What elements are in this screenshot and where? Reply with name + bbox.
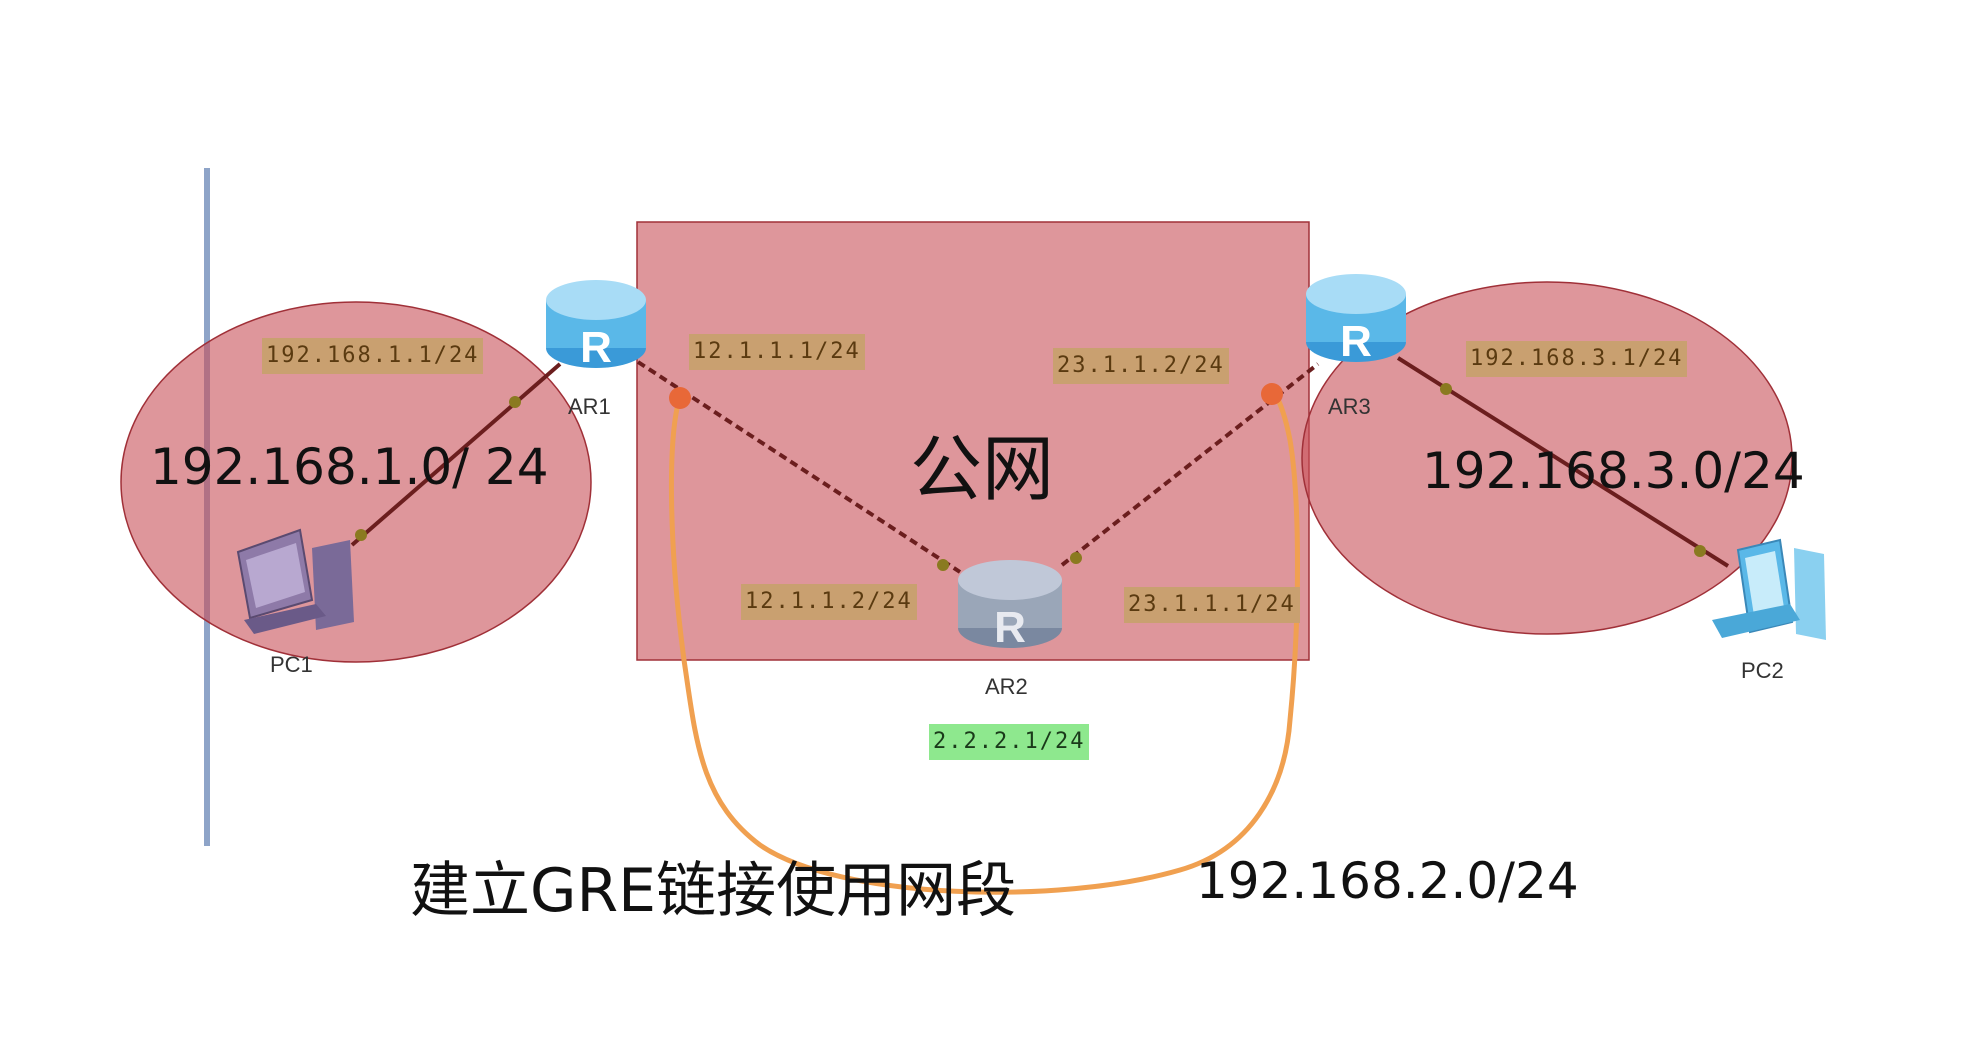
gre-caption: 建立GRE链接使用网段 bbox=[410, 856, 1017, 926]
router-icon[interactable]: R bbox=[958, 560, 1062, 652]
link-ar3-pc2 bbox=[1396, 356, 1730, 568]
ip-label-pc1-side: 192.168.1.1/24 bbox=[262, 338, 484, 374]
public-network-annotation: 公网 bbox=[910, 427, 1055, 511]
ip-label-ar2-left: 12.1.1.2/24 bbox=[741, 584, 917, 620]
port-dot bbox=[355, 529, 367, 541]
device-label-pc1: PC1 bbox=[270, 652, 313, 677]
ip-label-ar2-right: 23.1.1.1/24 bbox=[1124, 587, 1300, 623]
ip-label-pc2-side: 192.168.3.1/24 bbox=[1466, 341, 1688, 377]
ip-label-ar3-wan: 23.1.1.2/24 bbox=[1053, 348, 1229, 384]
right-subnet-annotation: 192.168.3.0/24 bbox=[1422, 442, 1805, 500]
port-dot bbox=[1440, 383, 1452, 395]
router-icon[interactable]: R bbox=[1306, 274, 1406, 366]
port-dot bbox=[937, 559, 949, 571]
router-icon[interactable]: R bbox=[546, 280, 646, 372]
gre-tunnel-line bbox=[668, 391, 1300, 895]
left-subnet-area bbox=[120, 301, 592, 663]
svg-text:R: R bbox=[994, 603, 1026, 652]
device-label-ar2: AR2 bbox=[985, 674, 1028, 699]
pc-icon[interactable] bbox=[236, 528, 354, 634]
pc-icon[interactable] bbox=[1712, 538, 1826, 640]
port-dot bbox=[1694, 545, 1706, 557]
link-pc1-ar1 bbox=[350, 362, 562, 547]
svg-text:R: R bbox=[1340, 317, 1372, 366]
device-label-ar3: AR3 bbox=[1328, 394, 1371, 419]
svg-text:R: R bbox=[580, 323, 612, 372]
tunnel-endpoint-ar3 bbox=[1261, 383, 1283, 405]
ip-label-ar2-loopback: 2.2.2.1/24 bbox=[929, 724, 1090, 760]
link-ar2-ar3 bbox=[1060, 362, 1320, 567]
device-label-ar1: AR1 bbox=[568, 394, 611, 419]
port-dot bbox=[509, 396, 521, 408]
gre-subnet-annotation: 192.168.2.0/24 bbox=[1196, 852, 1579, 910]
device-label-pc2: PC2 bbox=[1741, 658, 1784, 683]
left-subnet-annotation: 192.168.1.0/ 24 bbox=[150, 438, 549, 496]
ip-label-ar1-wan: 12.1.1.1/24 bbox=[689, 334, 865, 370]
tunnel-endpoint-ar1 bbox=[669, 387, 691, 409]
port-dot bbox=[1070, 552, 1082, 564]
